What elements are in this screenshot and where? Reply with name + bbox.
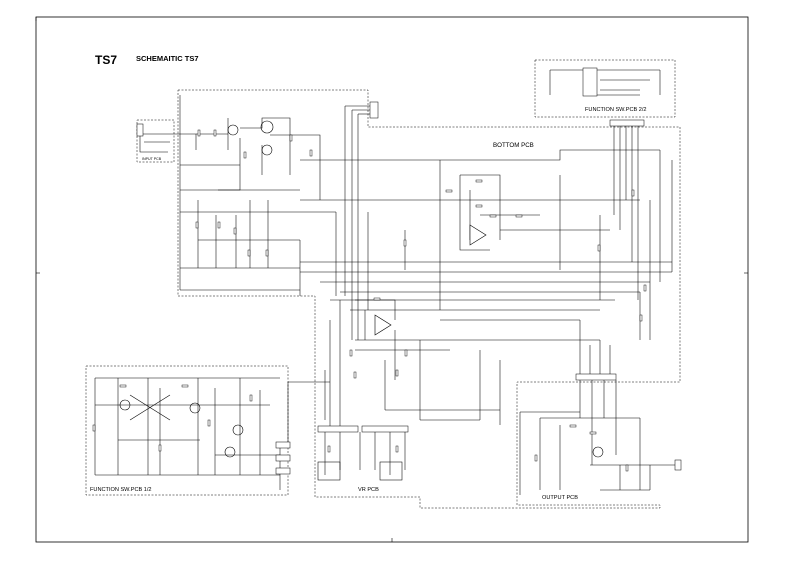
function-sw-pcb-2-boundary bbox=[534, 59, 676, 118]
connectors bbox=[136, 67, 682, 475]
input-pcb-boundary bbox=[136, 119, 175, 163]
main-pcb-boundary bbox=[177, 89, 681, 509]
pcb-boundaries bbox=[85, 59, 681, 509]
circuit-wiring bbox=[94, 69, 680, 495]
schematic-subtitle: SCHEMAITIC TS7 bbox=[136, 54, 199, 63]
output-pcb-label: OUTPUT PCB bbox=[542, 495, 578, 501]
vr-pcb-label: VR PCB bbox=[358, 487, 379, 493]
passive-components bbox=[92, 129, 647, 472]
op-amp-1 bbox=[469, 224, 487, 246]
op-amp-2 bbox=[374, 314, 392, 336]
op-amps bbox=[374, 224, 487, 336]
function-sw-pcb-1-label: FUNCTION SW.PCB 1/2 bbox=[90, 487, 152, 493]
drawing-frame bbox=[35, 16, 749, 543]
input-pcb-label: INPUT PCB bbox=[142, 157, 162, 161]
bottom-pcb-label: BOTTOM PCB bbox=[493, 142, 534, 149]
transistors bbox=[119, 120, 604, 458]
function-sw-pcb-2-label: FUNCTION SW.PCB 2/2 bbox=[585, 107, 647, 113]
schematic-model-title: TS7 bbox=[95, 53, 117, 67]
